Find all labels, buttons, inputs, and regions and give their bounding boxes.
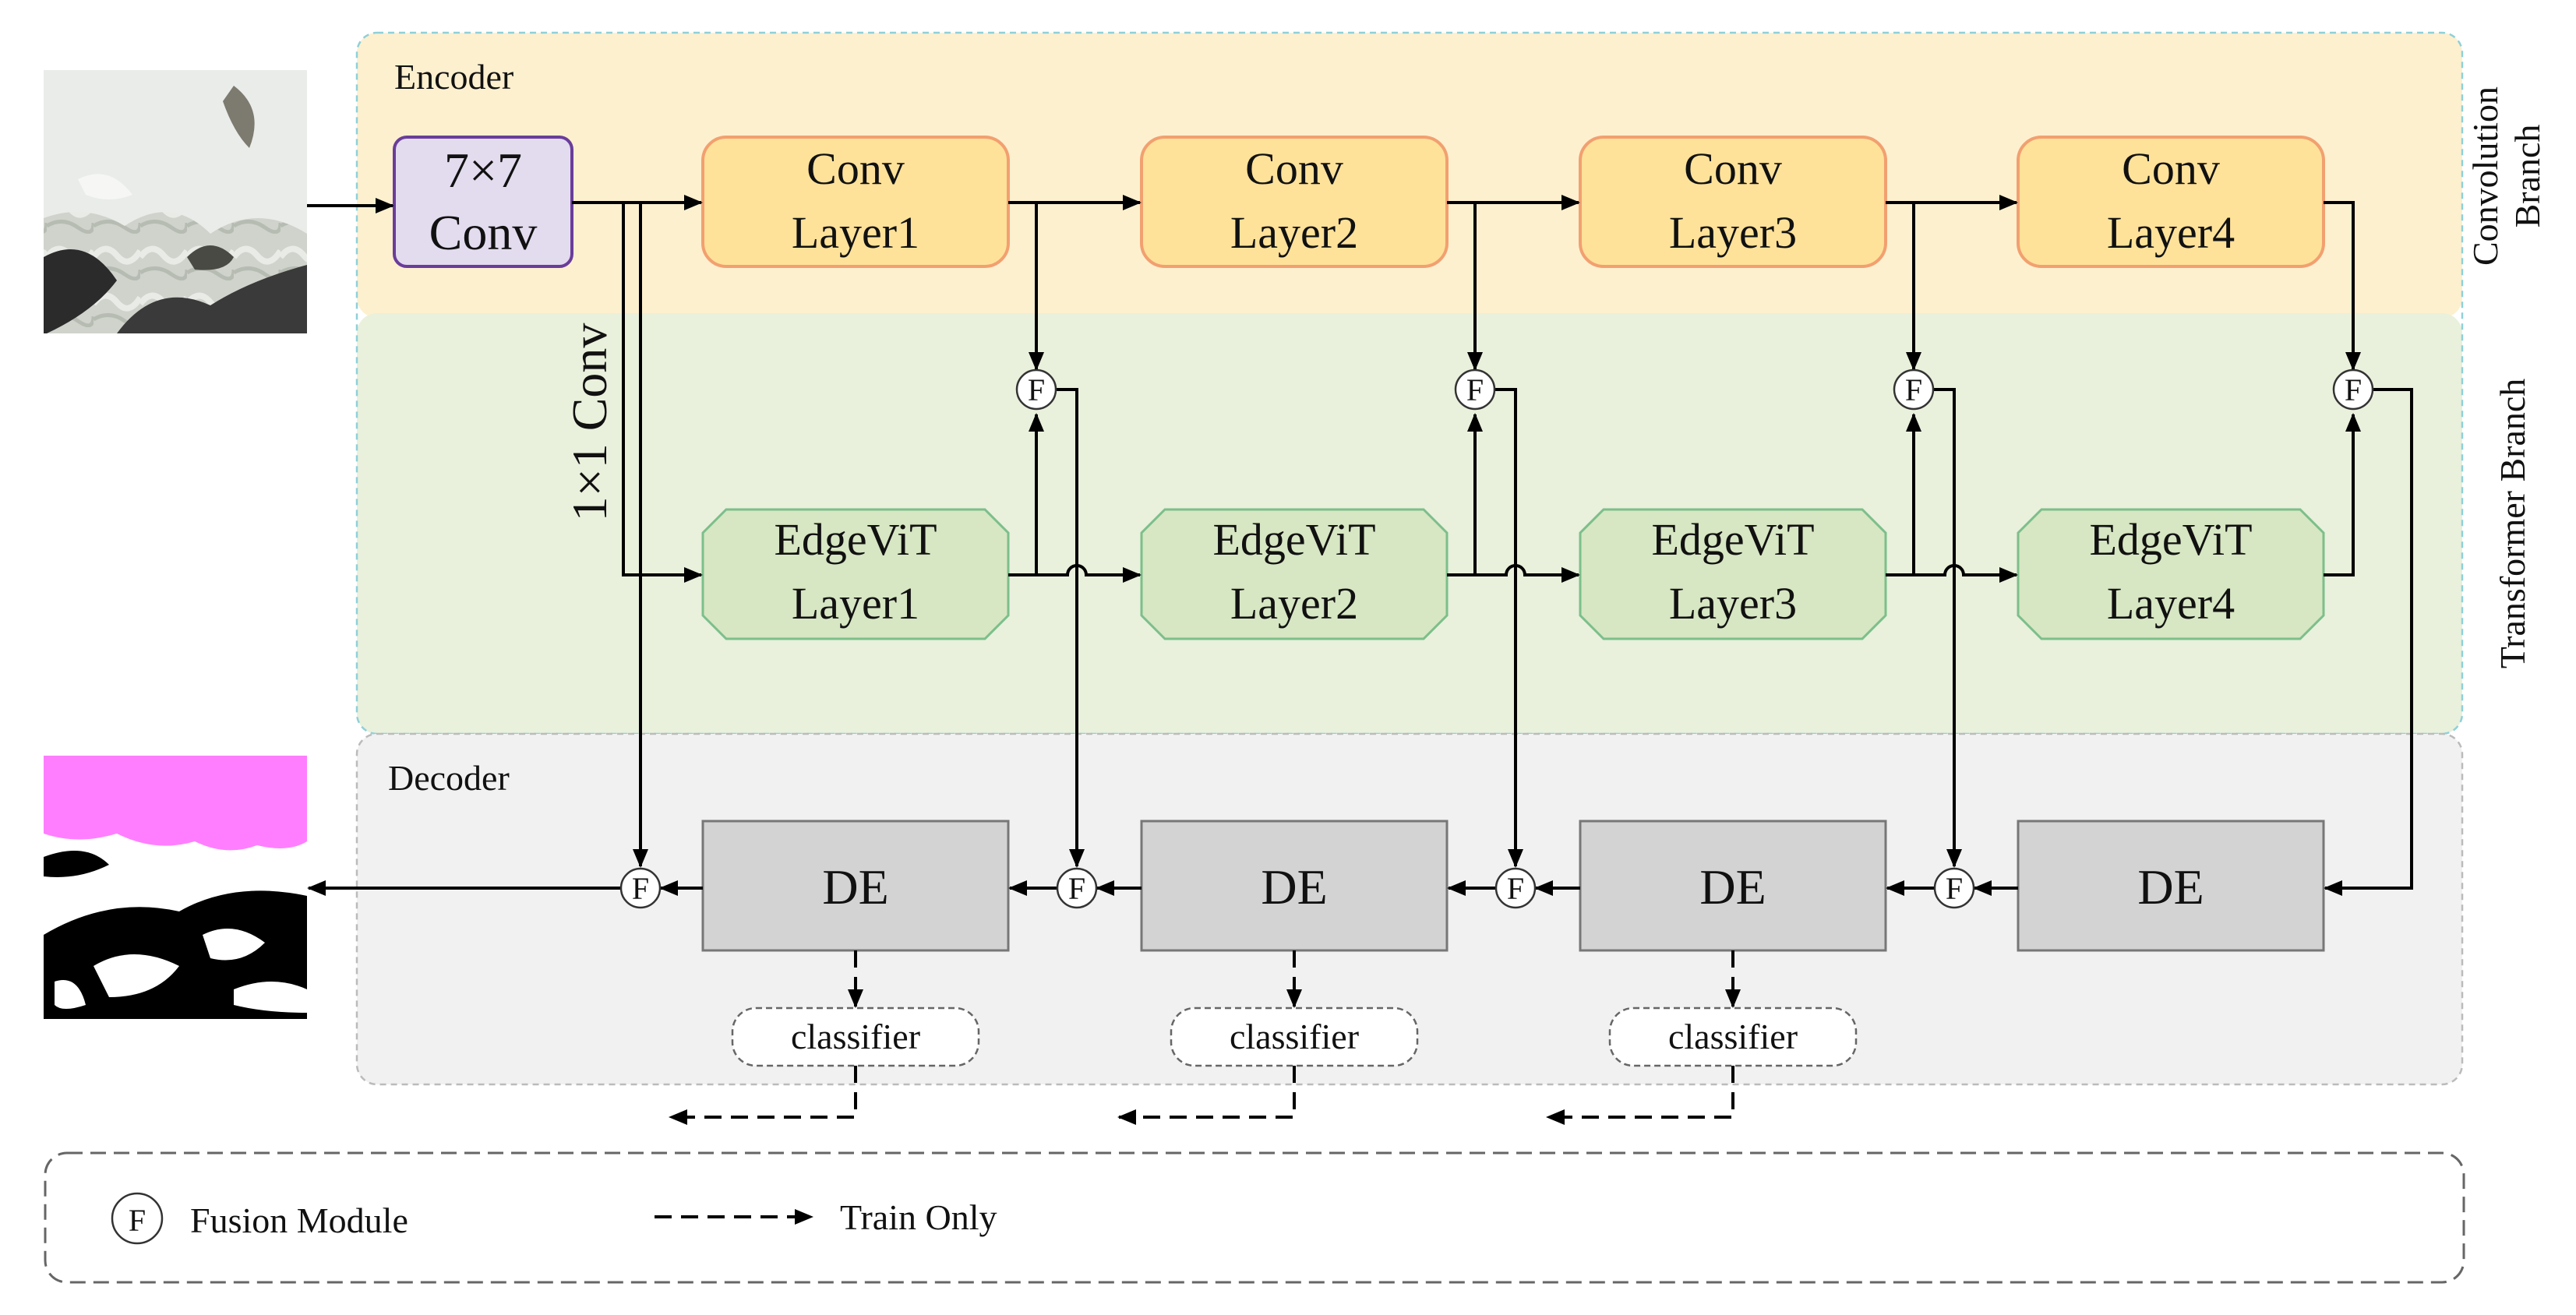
conv-layer-4: Conv Layer4	[2017, 136, 2325, 268]
classifier-2-label: classifier	[1230, 1017, 1359, 1056]
legend-fusion: F Fusion Module	[111, 1192, 408, 1245]
stem-conv-line2: Conv	[429, 205, 538, 260]
edgevit-layer-1: EdgeViT Layer1	[701, 508, 1010, 640]
fusion-node-enc-4: F	[2332, 368, 2374, 411]
edgevit-layer-1-line2: Layer1	[792, 578, 919, 629]
conv-layer-3: Conv Layer3	[1579, 136, 1887, 268]
decoder-block-1-label: DE	[822, 859, 888, 915]
conv-layer-4-line1: Conv	[2122, 143, 2220, 194]
edgevit-layer-2-line2: Layer2	[1230, 578, 1358, 629]
decoder-block-3-label: DE	[1699, 859, 1766, 915]
fusion-node-enc-4-label: F	[2345, 372, 2362, 407]
conv-layer-2-line1: Conv	[1245, 143, 1343, 194]
convolution-branch-label-1: Convolution	[2465, 86, 2505, 266]
fusion-node-dec-2-label: F	[1507, 871, 1524, 906]
legend-fusion-label: Fusion Module	[190, 1200, 408, 1240]
legend-train: Train Only	[655, 1197, 997, 1237]
edgevit-layer-3-line2: Layer3	[1669, 578, 1797, 629]
conv-layer-4-line2: Layer4	[2107, 207, 2235, 258]
fusion-node-dec-3: F	[1933, 867, 1975, 909]
fusion-node-enc-2: F	[1454, 368, 1496, 411]
stem-conv-line1: 7×7	[444, 143, 522, 198]
classifier-3-label: classifier	[1668, 1017, 1798, 1056]
edgevit-layer-4-line1: EdgeViT	[2089, 514, 2252, 565]
fusion-node-enc-2-label: F	[1466, 372, 1484, 407]
fusion-node-enc-3: F	[1893, 368, 1935, 411]
fusion-node-enc-1: F	[1015, 368, 1057, 411]
encoder-label: Encoder	[394, 57, 513, 97]
output-mask-image	[44, 756, 307, 1019]
decoder-block-2: DE	[1140, 820, 1449, 952]
decoder-block-1: DE	[701, 820, 1010, 952]
transformer-branch-label: Transformer Branch	[2493, 379, 2532, 669]
decoder-block-3: DE	[1579, 820, 1887, 952]
classifier-2: classifier	[1170, 1007, 1419, 1067]
edgevit-layer-4: EdgeViT Layer4	[2017, 508, 2325, 640]
decoder-label: Decoder	[388, 758, 510, 798]
input-image	[44, 70, 307, 333]
conv-layer-3-line1: Conv	[1684, 143, 1782, 194]
classifier-1: classifier	[731, 1007, 980, 1067]
legend-train-label: Train Only	[840, 1197, 997, 1237]
classifier-1-label: classifier	[791, 1017, 920, 1056]
conv-layer-3-line2: Layer3	[1669, 207, 1797, 258]
fusion-node-enc-3-label: F	[1905, 372, 1922, 407]
fusion-node-dec-2: F	[1494, 867, 1537, 909]
edgevit-layer-2-line1: EdgeViT	[1212, 514, 1375, 565]
edgevit-layer-3-line1: EdgeViT	[1651, 514, 1814, 565]
edgevit-layer-4-line2: Layer4	[2107, 578, 2235, 629]
fusion-node-dec-1: F	[1056, 867, 1098, 909]
fusion-node-dec-0-label: F	[632, 871, 649, 906]
convolution-branch-label-2: Branch	[2507, 125, 2547, 228]
fusion-node-dec-1-label: F	[1068, 871, 1085, 906]
legend-fusion-symbol: F	[129, 1203, 146, 1238]
decoder-block-4-label: DE	[2137, 859, 2204, 915]
edgevit-layer-2: EdgeViT Layer2	[1140, 508, 1449, 640]
conv-layer-1-line2: Layer1	[792, 207, 919, 258]
decoder-block-2-label: DE	[1261, 859, 1327, 915]
fusion-node-dec-0: F	[619, 867, 662, 909]
decoder-block-4: DE	[2017, 820, 2325, 952]
legend-box	[44, 1151, 2465, 1284]
conv-layer-1-line1: Conv	[806, 143, 905, 194]
side-conv-label: 1×1 Conv	[562, 323, 617, 522]
fusion-node-dec-3-label: F	[1946, 871, 1963, 906]
classifier-3: classifier	[1608, 1007, 1858, 1067]
edgevit-layer-3: EdgeViT Layer3	[1579, 508, 1887, 640]
conv-layer-2: Conv Layer2	[1140, 136, 1449, 268]
fusion-node-enc-1-label: F	[1028, 372, 1045, 407]
conv-layer-1: Conv Layer1	[701, 136, 1010, 268]
conv-layer-2-line2: Layer2	[1230, 207, 1358, 258]
edgevit-layer-1-line1: EdgeViT	[774, 514, 937, 565]
